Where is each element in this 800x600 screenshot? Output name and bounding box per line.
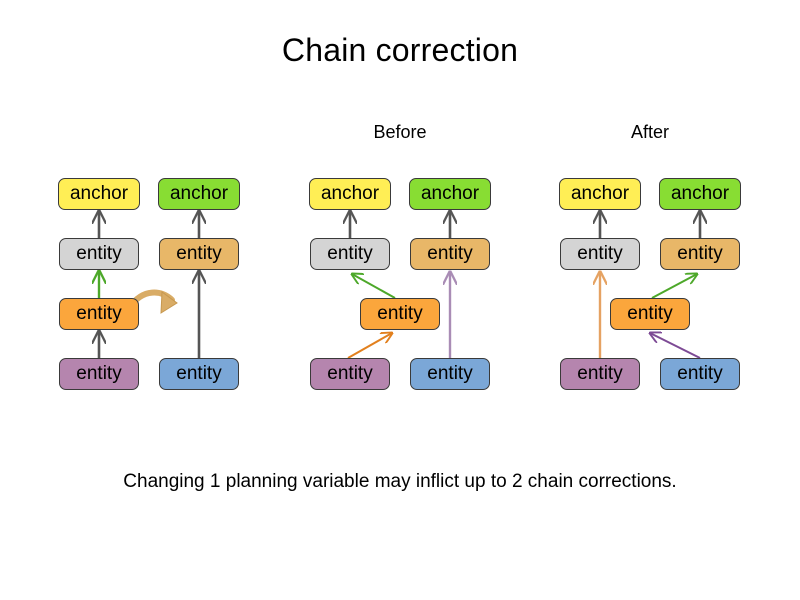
node-anchor-p1-a1[interactable]: anchor <box>58 178 140 210</box>
caption-text: Changing 1 planning variable may inflict… <box>123 471 677 492</box>
node-entity-p3-e3[interactable]: entity <box>610 298 690 330</box>
node-anchor-p2-a1[interactable]: anchor <box>309 178 391 210</box>
node-entity-p2-e1[interactable]: entity <box>310 238 390 270</box>
link-orange-to-gray-diagonal <box>352 274 396 299</box>
panel-before-links <box>347 211 450 359</box>
node-entity-p3-e5[interactable]: entity <box>560 358 640 390</box>
panel-initial-links <box>99 211 199 358</box>
panel-label-before: Before <box>373 122 427 142</box>
page-title: Chain correction <box>281 32 519 68</box>
node-entity-p2-e3[interactable]: entity <box>360 298 440 330</box>
node-anchor-p3-a2[interactable]: anchor <box>659 178 741 210</box>
panel-label-after: After <box>630 122 669 142</box>
move-arrow-head <box>160 291 178 314</box>
node-anchor-p1-a2[interactable]: anchor <box>158 178 240 210</box>
node-entity-p2-e2[interactable]: entity <box>410 238 490 270</box>
node-entity-p3-e6[interactable]: entity <box>660 358 740 390</box>
link-blue-to-orange-diagonal <box>650 333 701 359</box>
node-entity-p2-e5[interactable]: entity <box>310 358 390 390</box>
node-entity-p1-e3[interactable]: entity <box>59 298 139 330</box>
node-entity-p1-e6[interactable]: entity <box>159 358 239 390</box>
node-entity-p1-e5[interactable]: entity <box>59 358 139 390</box>
link-orange-to-tan-diagonal <box>651 274 697 299</box>
link-purple-to-orange-diagonal <box>347 333 392 359</box>
node-anchor-p2-a2[interactable]: anchor <box>409 178 491 210</box>
node-entity-p1-e2[interactable]: entity <box>159 238 239 270</box>
node-entity-p3-e2[interactable]: entity <box>660 238 740 270</box>
node-entity-p3-e1[interactable]: entity <box>560 238 640 270</box>
node-entity-p2-e6[interactable]: entity <box>410 358 490 390</box>
node-anchor-p3-a1[interactable]: anchor <box>559 178 641 210</box>
node-entity-p1-e1[interactable]: entity <box>59 238 139 270</box>
panel-after-links <box>600 211 701 359</box>
